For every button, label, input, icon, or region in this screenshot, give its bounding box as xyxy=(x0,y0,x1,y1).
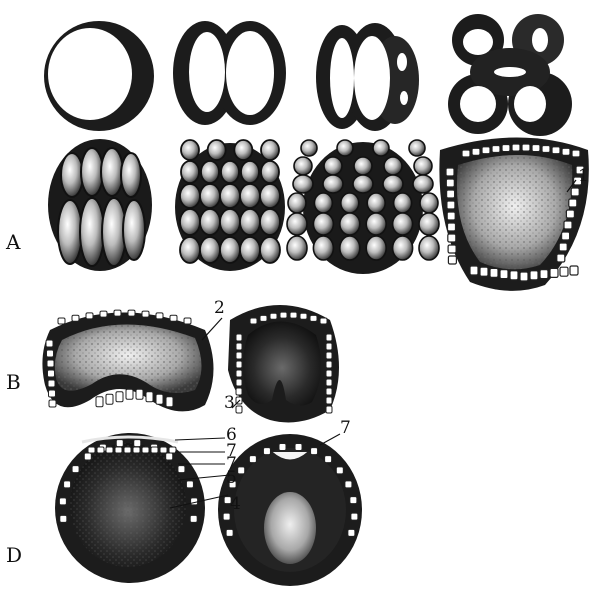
row-label-b: B xyxy=(6,372,21,392)
two-cell-stage xyxy=(173,21,286,125)
zygote xyxy=(44,21,154,131)
blastula-section xyxy=(439,138,588,291)
callout-2: 2 xyxy=(214,300,225,317)
early-gastrula-section xyxy=(42,310,222,411)
late-gastrula-section xyxy=(228,305,339,422)
row-label-d: D xyxy=(6,545,22,565)
thirty-two-cell-morula xyxy=(175,140,285,271)
callout-7-right: 7 xyxy=(340,420,351,437)
callout-1: 1 xyxy=(578,168,589,185)
sixty-four-cell-morula xyxy=(287,140,439,274)
four-cell-stage xyxy=(316,23,419,131)
callout-3: 3 xyxy=(224,395,235,412)
callout-4: 4 xyxy=(230,496,241,513)
eight-cell-stage xyxy=(448,14,572,136)
neurula-section-left xyxy=(55,433,205,583)
sixteen-cell-morula xyxy=(48,139,152,271)
callout-5: 5 xyxy=(226,470,237,487)
row-label-a: A xyxy=(6,232,20,252)
